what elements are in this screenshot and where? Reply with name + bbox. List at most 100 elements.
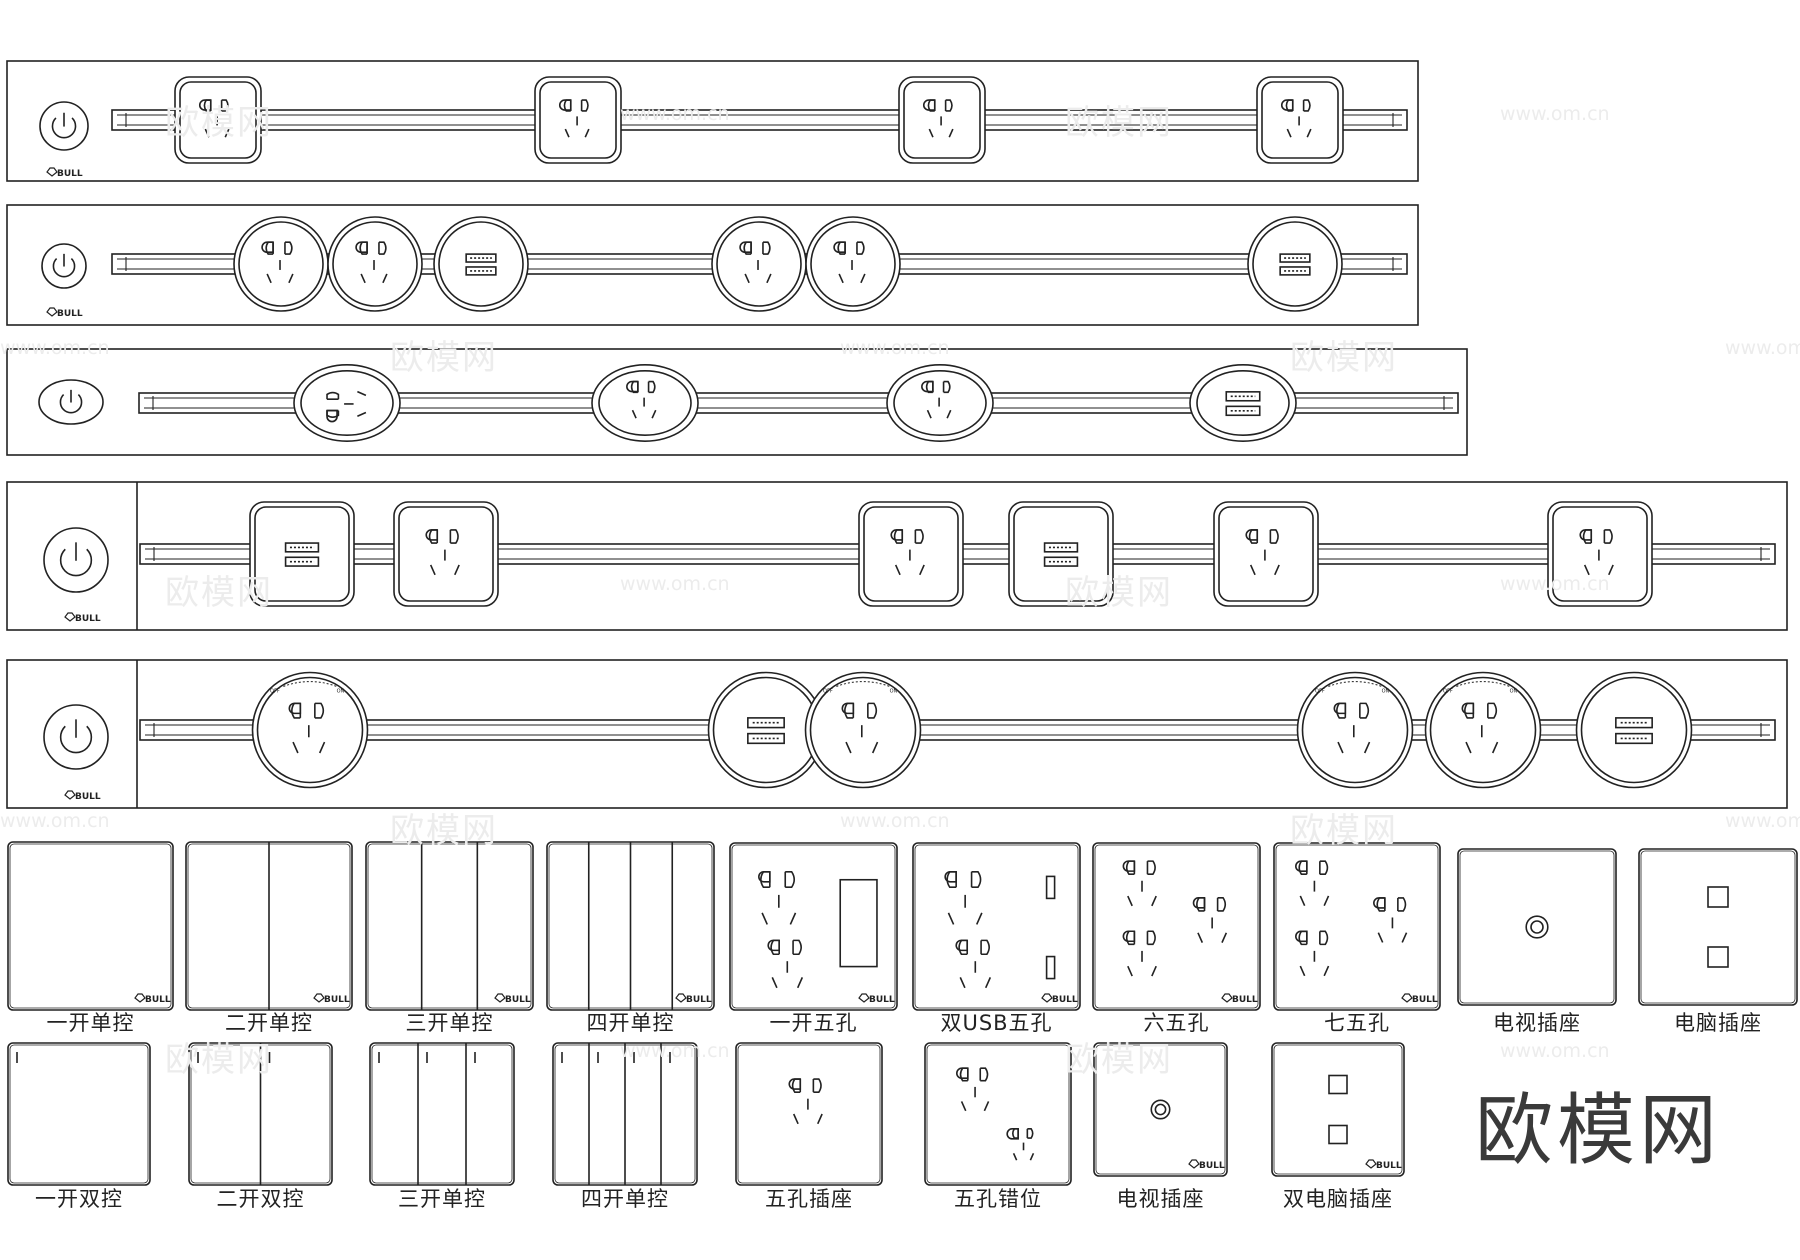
power-button-icon	[38, 379, 104, 425]
strip-body	[6, 348, 1468, 456]
five-hole-outlet-icon	[261, 241, 294, 284]
panel-frame	[1271, 1042, 1405, 1177]
wall-panels: BULL BULL BULL BULL BULL BULL BULL BULL BULL BULL	[7, 841, 1798, 1186]
brand-logo: 欧模网	[1475, 1086, 1722, 1176]
network-port-icon	[1707, 946, 1729, 968]
five-hole-outlet-icon	[944, 870, 983, 925]
panel-frame	[1092, 842, 1261, 1011]
panel-frame	[912, 842, 1081, 1011]
rocker-switch	[839, 878, 878, 968]
power-button-icon	[41, 243, 87, 289]
power-button-icon	[43, 527, 109, 593]
dial-off-label: OFF	[1443, 688, 1453, 694]
svg-text:BULL: BULL	[505, 995, 531, 1005]
socket-strip: BULL	[6, 204, 1419, 326]
five-hole-outlet-icon	[288, 702, 326, 754]
five-hole-outlet-icon	[425, 529, 460, 576]
five-hole-outlet-icon	[1333, 702, 1371, 754]
usb-port-icon	[1279, 253, 1311, 276]
five-hole-outlet-icon	[626, 380, 657, 419]
usb-port-icon	[1225, 391, 1261, 417]
brand-mark: BULL	[494, 993, 531, 1005]
usb-port-icon	[1043, 542, 1079, 567]
outlet-module	[393, 501, 499, 607]
wall-panel	[1638, 848, 1798, 1006]
panel-label: 二开单控	[225, 1011, 313, 1035]
outlet-module	[174, 76, 262, 164]
usb-module	[433, 216, 529, 312]
usb-module	[249, 501, 355, 607]
brand-mark: BULL	[1365, 1159, 1402, 1171]
svg-text:BULL: BULL	[1232, 995, 1258, 1005]
panel-label: 三开单控	[398, 1187, 486, 1211]
panel-frame	[735, 1042, 883, 1186]
outlet-module	[534, 76, 622, 164]
svg-text:BULL: BULL	[1412, 995, 1438, 1005]
track-rail	[111, 109, 1408, 131]
socket-strip: BULL	[6, 481, 1788, 631]
five-hole-outlet-icon	[955, 939, 992, 989]
five-hole-outlet-icon	[1245, 529, 1280, 576]
brand-mark: BULL	[46, 167, 83, 179]
brand-mark: BULL	[675, 993, 712, 1005]
five-hole-outlet-icon	[921, 380, 952, 419]
outlet-module	[233, 216, 329, 312]
five-hole-outlet-icon	[1579, 529, 1614, 576]
outlet-module	[886, 364, 994, 442]
outlet-module	[1213, 501, 1319, 607]
dial-on-label: ON	[1510, 688, 1518, 694]
usb-port-icon	[747, 717, 785, 745]
brand-mark: BULL	[313, 993, 350, 1005]
strip-body	[6, 481, 1788, 631]
brand-mark: BULL	[1041, 993, 1078, 1005]
wall-panel	[1457, 848, 1617, 1006]
panel-label: 五孔错位	[954, 1187, 1042, 1211]
panel-frame	[1638, 848, 1798, 1006]
dial-off-label: OFF	[1315, 688, 1325, 694]
brand-mark: BULL	[1188, 1159, 1225, 1171]
network-port-icon	[1707, 886, 1729, 908]
panel-label: 五孔插座	[765, 1187, 853, 1211]
network-port-icon	[1328, 1074, 1348, 1095]
usb-port-icon	[1045, 875, 1056, 900]
five-hole-outlet-icon	[1461, 702, 1499, 754]
outlet-module	[1547, 501, 1653, 607]
outlet-module	[293, 364, 401, 442]
usb-port-icon	[284, 542, 320, 567]
wall-panel: BULL	[1092, 842, 1261, 1011]
wall-panel: BULL	[365, 841, 534, 1011]
five-hole-outlet-icon	[1295, 930, 1330, 977]
svg-text:BULL: BULL	[686, 995, 712, 1005]
five-hole-outlet-icon	[326, 390, 367, 423]
brand-mark: BULL	[858, 993, 895, 1005]
wall-panel	[924, 1042, 1072, 1186]
panel-frame	[7, 1042, 151, 1186]
panel-label: 七五孔	[1324, 1011, 1390, 1035]
brand-mark: BULL	[134, 993, 171, 1005]
panel-label: 电脑插座	[1674, 1011, 1762, 1035]
svg-text:BULL: BULL	[1052, 995, 1078, 1005]
five-hole-outlet-icon	[788, 1078, 823, 1125]
five-hole-outlet-icon	[767, 939, 804, 989]
usb-module	[1189, 364, 1297, 442]
tv-jack-icon	[1525, 915, 1549, 939]
outlet-module	[591, 364, 699, 442]
wall-panel: BULL	[185, 841, 353, 1011]
panel-frame	[1273, 842, 1441, 1011]
svg-text:BULL: BULL	[145, 995, 171, 1005]
svg-text:BULL: BULL	[75, 614, 101, 624]
usb-port-icon	[465, 253, 497, 276]
five-hole-outlet-icon	[199, 99, 230, 138]
panel-frame	[1457, 848, 1617, 1006]
five-hole-outlet-icon	[739, 241, 772, 284]
wall-panel	[552, 1042, 698, 1186]
five-hole-outlet-icon	[1122, 930, 1157, 977]
strip-body	[6, 659, 1788, 809]
five-hole-outlet-icon	[559, 99, 590, 138]
wall-panel: BULL	[1093, 1042, 1228, 1177]
five-hole-outlet-icon	[1192, 897, 1228, 943]
five-hole-outlet-icon	[833, 241, 866, 284]
